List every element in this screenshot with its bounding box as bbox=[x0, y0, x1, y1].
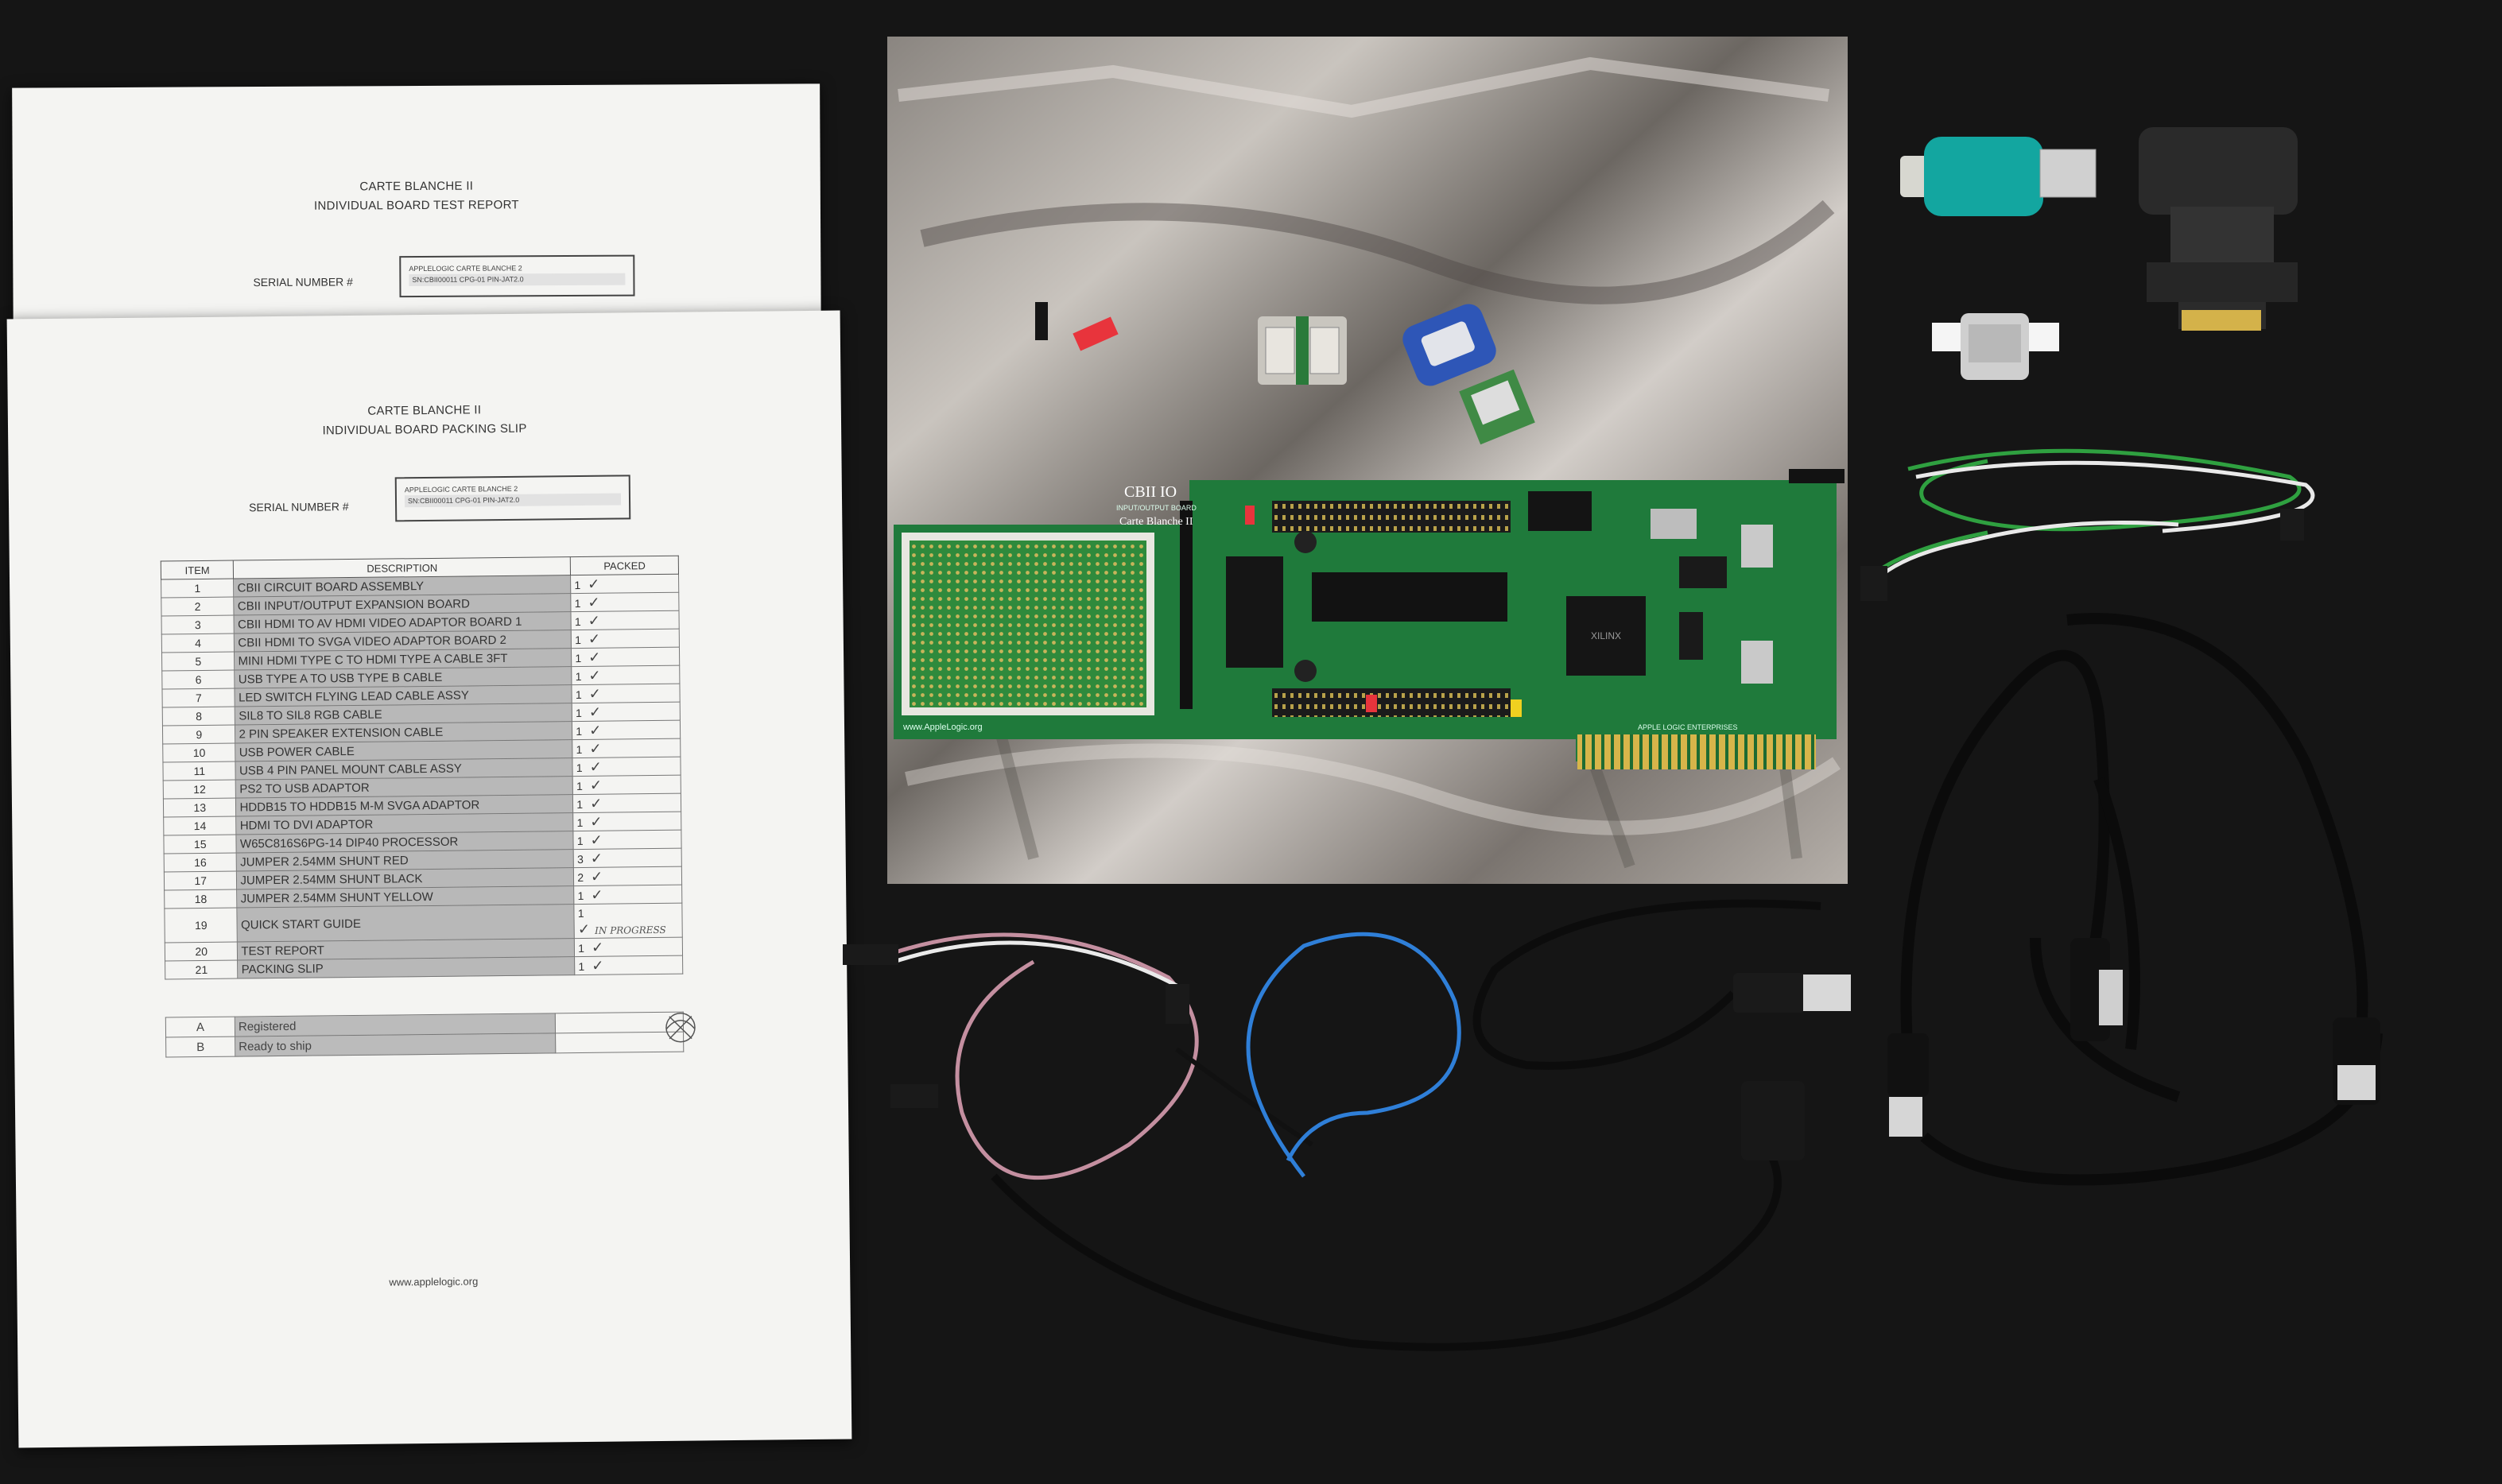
board-header-sub: INPUT/OUTPUT BOARD bbox=[1116, 504, 1197, 512]
pin-header-top bbox=[1272, 501, 1511, 533]
hdmi-port-1 bbox=[1651, 509, 1697, 539]
chip-small bbox=[1528, 491, 1592, 531]
hdmi-port-2 bbox=[1741, 525, 1773, 568]
ps2-to-usb-adaptor bbox=[1900, 137, 2097, 216]
hdmi-to-dvi-adaptor bbox=[2139, 127, 2298, 331]
board-edge-connector bbox=[1577, 734, 1816, 769]
usb-panel-mount-cable bbox=[991, 1081, 1922, 1351]
jumper-black bbox=[1035, 302, 1048, 340]
processor-chip bbox=[1312, 572, 1507, 622]
hddb15-svga-adaptor bbox=[1932, 313, 2059, 380]
hdmi-av-adaptor-board bbox=[1258, 316, 1347, 385]
jumper-red bbox=[1073, 316, 1119, 351]
stamp-signature-icon bbox=[665, 1012, 696, 1043]
fpga-chip bbox=[1566, 596, 1646, 676]
board-brand: Carte Blanche II bbox=[1119, 516, 1193, 528]
led-switch-flying-lead-cable bbox=[1860, 448, 2315, 601]
usb-power-cable bbox=[1472, 899, 1851, 1070]
board-url: www.AppleLogic.org bbox=[902, 723, 983, 732]
hdmi-port-3 bbox=[1741, 641, 1773, 684]
zif-socket bbox=[1226, 556, 1283, 668]
packing-slip-sheet: CARTE BLANCHE II INDIVIDUAL BOARD PACKIN… bbox=[6, 310, 852, 1448]
fpga-chip-label: XILINX bbox=[1591, 630, 1621, 641]
prototype-area bbox=[910, 541, 1146, 707]
blue-loop-cable bbox=[1246, 932, 1461, 1178]
board-header-title: CBII IO bbox=[1124, 483, 1177, 501]
board-edge-text: APPLE LOGIC ENTERPRISES bbox=[1638, 723, 1738, 731]
hdmi-svga-adaptor-board bbox=[1402, 304, 1535, 445]
pin-header-bottom bbox=[1272, 688, 1511, 717]
expansion-slot-connector bbox=[1180, 501, 1193, 709]
carte-blanche-ii-board: XILINX CBII IO INPUT/OUTPUT BOARD Carte … bbox=[894, 469, 1844, 769]
rgb-and-speaker-cables bbox=[843, 932, 1313, 1180]
usb-and-hdmi-cables bbox=[1887, 613, 2383, 1186]
